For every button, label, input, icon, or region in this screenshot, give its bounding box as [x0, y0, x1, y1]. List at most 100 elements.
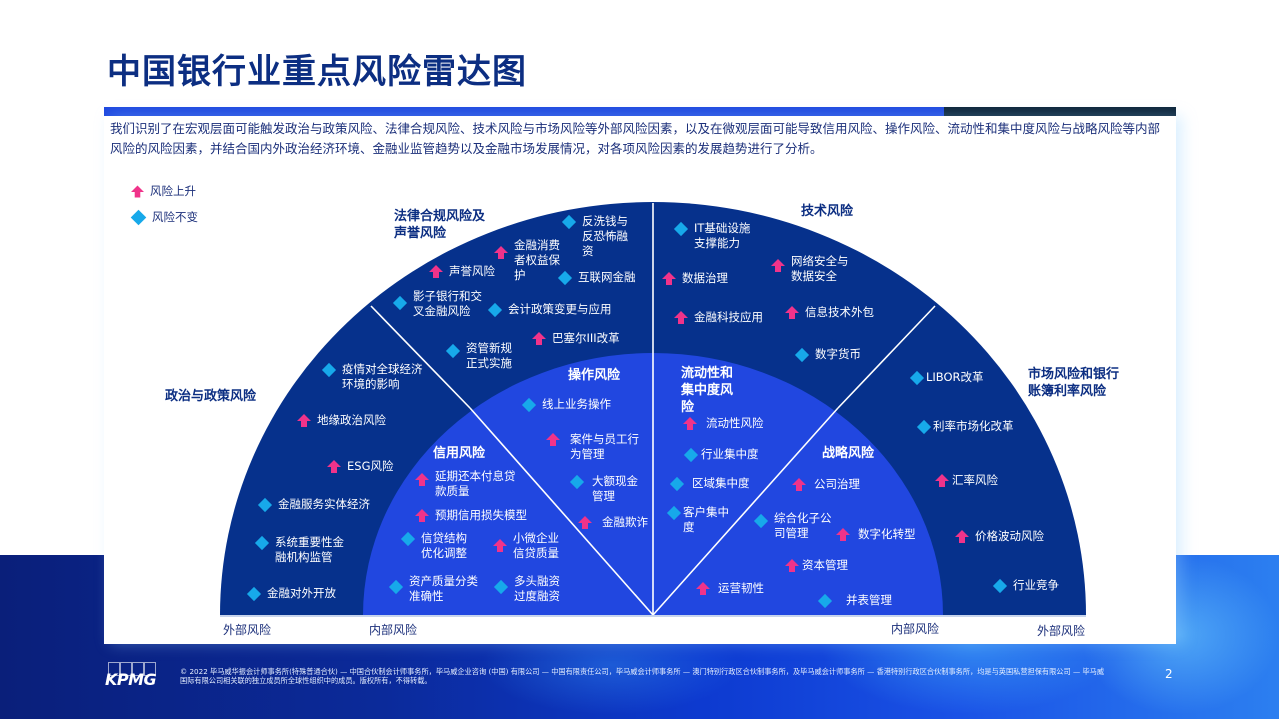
- risk-item: 小微企业 信贷质量: [493, 531, 559, 561]
- up-arrow-icon: [493, 539, 507, 552]
- axis-label-outer-right: 外部风险: [1037, 624, 1086, 638]
- up-arrow-icon: [792, 478, 806, 491]
- risk-item: 行业竞争: [992, 578, 1059, 594]
- axis-label-inner-left: 内部风险: [369, 623, 418, 637]
- up-arrow-icon: [935, 474, 949, 487]
- category-political: 政治与政策风险: [165, 389, 257, 404]
- risk-item: 案件与员工行 为管理: [546, 432, 639, 462]
- risk-item: IT基础设施 支撑能力: [673, 221, 750, 251]
- title-rule-blue: [104, 107, 944, 116]
- category-operational: 操作风险: [568, 368, 621, 383]
- up-arrow-icon: [578, 516, 592, 529]
- risk-item: 金融欺诈: [578, 515, 648, 530]
- risk-item: ESG风险: [327, 459, 393, 474]
- diamond-icon: [669, 476, 685, 492]
- diamond-icon: [493, 579, 509, 595]
- risk-item: 会计政策变更与应用: [487, 302, 612, 318]
- diamond-icon: [521, 397, 537, 413]
- risk-item: 流动性风险: [683, 416, 764, 431]
- up-arrow-icon: [696, 582, 710, 595]
- risk-item: 行业集中度: [683, 447, 759, 463]
- diamond-icon: [992, 578, 1008, 594]
- up-arrow-icon: [683, 417, 697, 430]
- up-arrow-icon: [297, 414, 311, 427]
- risk-item: 数字化转型: [836, 527, 916, 542]
- up-arrow-icon: [662, 272, 676, 285]
- diamond-icon: [666, 505, 682, 521]
- legend-item-up: 风险上升: [131, 178, 198, 204]
- risk-item: 金融服务实体经济: [257, 497, 370, 513]
- risk-item: LIBOR改革: [909, 370, 984, 386]
- category-strategic: 战略风险: [822, 446, 875, 461]
- up-arrow-icon: [771, 259, 785, 272]
- risk-item: 多头融资 过度融资: [493, 574, 560, 604]
- category-tech: 技术风险: [801, 204, 854, 219]
- diamond-icon: [817, 593, 833, 609]
- diamond-icon: [673, 221, 689, 237]
- up-arrow-icon: [955, 530, 969, 543]
- risk-item: 利率市场化改革: [916, 419, 1014, 435]
- category-liquidity: 流动性和 集中度风 险: [681, 366, 734, 415]
- risk-item: 反洗钱与 反恐怖融 资: [561, 214, 628, 259]
- risk-item: 线上业务操作: [521, 397, 611, 413]
- legend-up-label: 风险上升: [150, 184, 196, 198]
- up-arrow-icon: [546, 433, 560, 446]
- up-arrow-icon: [836, 528, 850, 541]
- legend-flat-label: 风险不变: [152, 210, 198, 224]
- up-arrow-icon: [532, 332, 546, 345]
- up-arrow-icon: [674, 311, 688, 324]
- up-arrow-icon: [785, 306, 799, 319]
- diamond-icon: [392, 295, 408, 311]
- risk-item: 公司治理: [792, 477, 860, 492]
- risk-item: 金融消费 者权益保 护: [494, 238, 560, 283]
- diamond-icon: [683, 447, 699, 463]
- axis-label-inner-right: 内部风险: [891, 622, 940, 636]
- risk-item: 延期还本付息贷 款质量: [415, 469, 516, 499]
- risk-item: 资本管理: [785, 558, 848, 573]
- risk-item: 数据治理: [662, 271, 728, 286]
- risk-item: 信息技术外包: [785, 305, 874, 320]
- diamond-icon: [388, 579, 404, 595]
- legend: 风险上升 风险不变: [130, 178, 198, 230]
- risk-item: 金融科技应用: [674, 310, 763, 325]
- axis-label-outer-left: 外部风险: [223, 623, 272, 637]
- intro-paragraph: 我们识别了在宏观层面可能触发政治与政策风险、法律合规风险、技术风险与市场风险等外…: [110, 121, 1161, 156]
- risk-item: 价格波动风险: [955, 529, 1044, 544]
- diamond-icon: [246, 586, 262, 602]
- up-arrow-icon: [429, 265, 443, 278]
- kpmg-logo: KPMG: [105, 662, 157, 689]
- diamond-icon: [794, 347, 810, 363]
- risk-item: 地缘政治风险: [297, 413, 386, 428]
- diamond-icon: [400, 531, 416, 547]
- category-market: 市场风险和银行 账簿利率风险: [1028, 367, 1120, 399]
- page-title: 中国银行业重点风险雷达图: [107, 52, 527, 92]
- risk-item: 客户集中 度: [666, 505, 729, 535]
- risk-item: 疫情对全球经济 环境的影响: [321, 362, 423, 392]
- risk-item: 网络安全与 数据安全: [771, 254, 849, 284]
- up-arrow-icon: [327, 460, 341, 473]
- risk-item: 并表管理: [817, 593, 892, 609]
- title-rule-dark: [944, 107, 1176, 116]
- risk-item: 系统重要性金 融机构监管: [254, 535, 344, 565]
- diamond-icon: [909, 370, 925, 386]
- legend-item-flat: 风险不变: [130, 204, 198, 230]
- up-arrow-icon: [415, 473, 429, 486]
- risk-item: 资产质量分类 准确性: [388, 574, 478, 604]
- diamond-icon: [557, 270, 573, 286]
- diamond-icon: [257, 497, 273, 513]
- risk-item: 汇率风险: [935, 473, 998, 488]
- copyright-text: © 2022 毕马威华振会计师事务所(特殊普通合伙) — 中国合伙制会计师事务所…: [180, 667, 1105, 685]
- risk-item: 资管新规 正式实施: [445, 341, 512, 371]
- risk-item: 大额现金 管理: [569, 474, 638, 504]
- risk-item: 金融对外开放: [246, 586, 336, 602]
- category-credit: 信用风险: [433, 446, 486, 461]
- risk-item: 运营韧性: [696, 581, 764, 596]
- diamond-icon: [254, 535, 270, 551]
- risk-item: 影子银行和交 叉金融风险: [392, 289, 482, 319]
- risk-item: 信贷结构 优化调整: [400, 531, 467, 561]
- risk-item: 综合化子公 司管理: [753, 511, 832, 541]
- diamond-icon: [569, 474, 585, 490]
- diamond-icon: [561, 214, 577, 230]
- page-number: 2: [1165, 667, 1173, 681]
